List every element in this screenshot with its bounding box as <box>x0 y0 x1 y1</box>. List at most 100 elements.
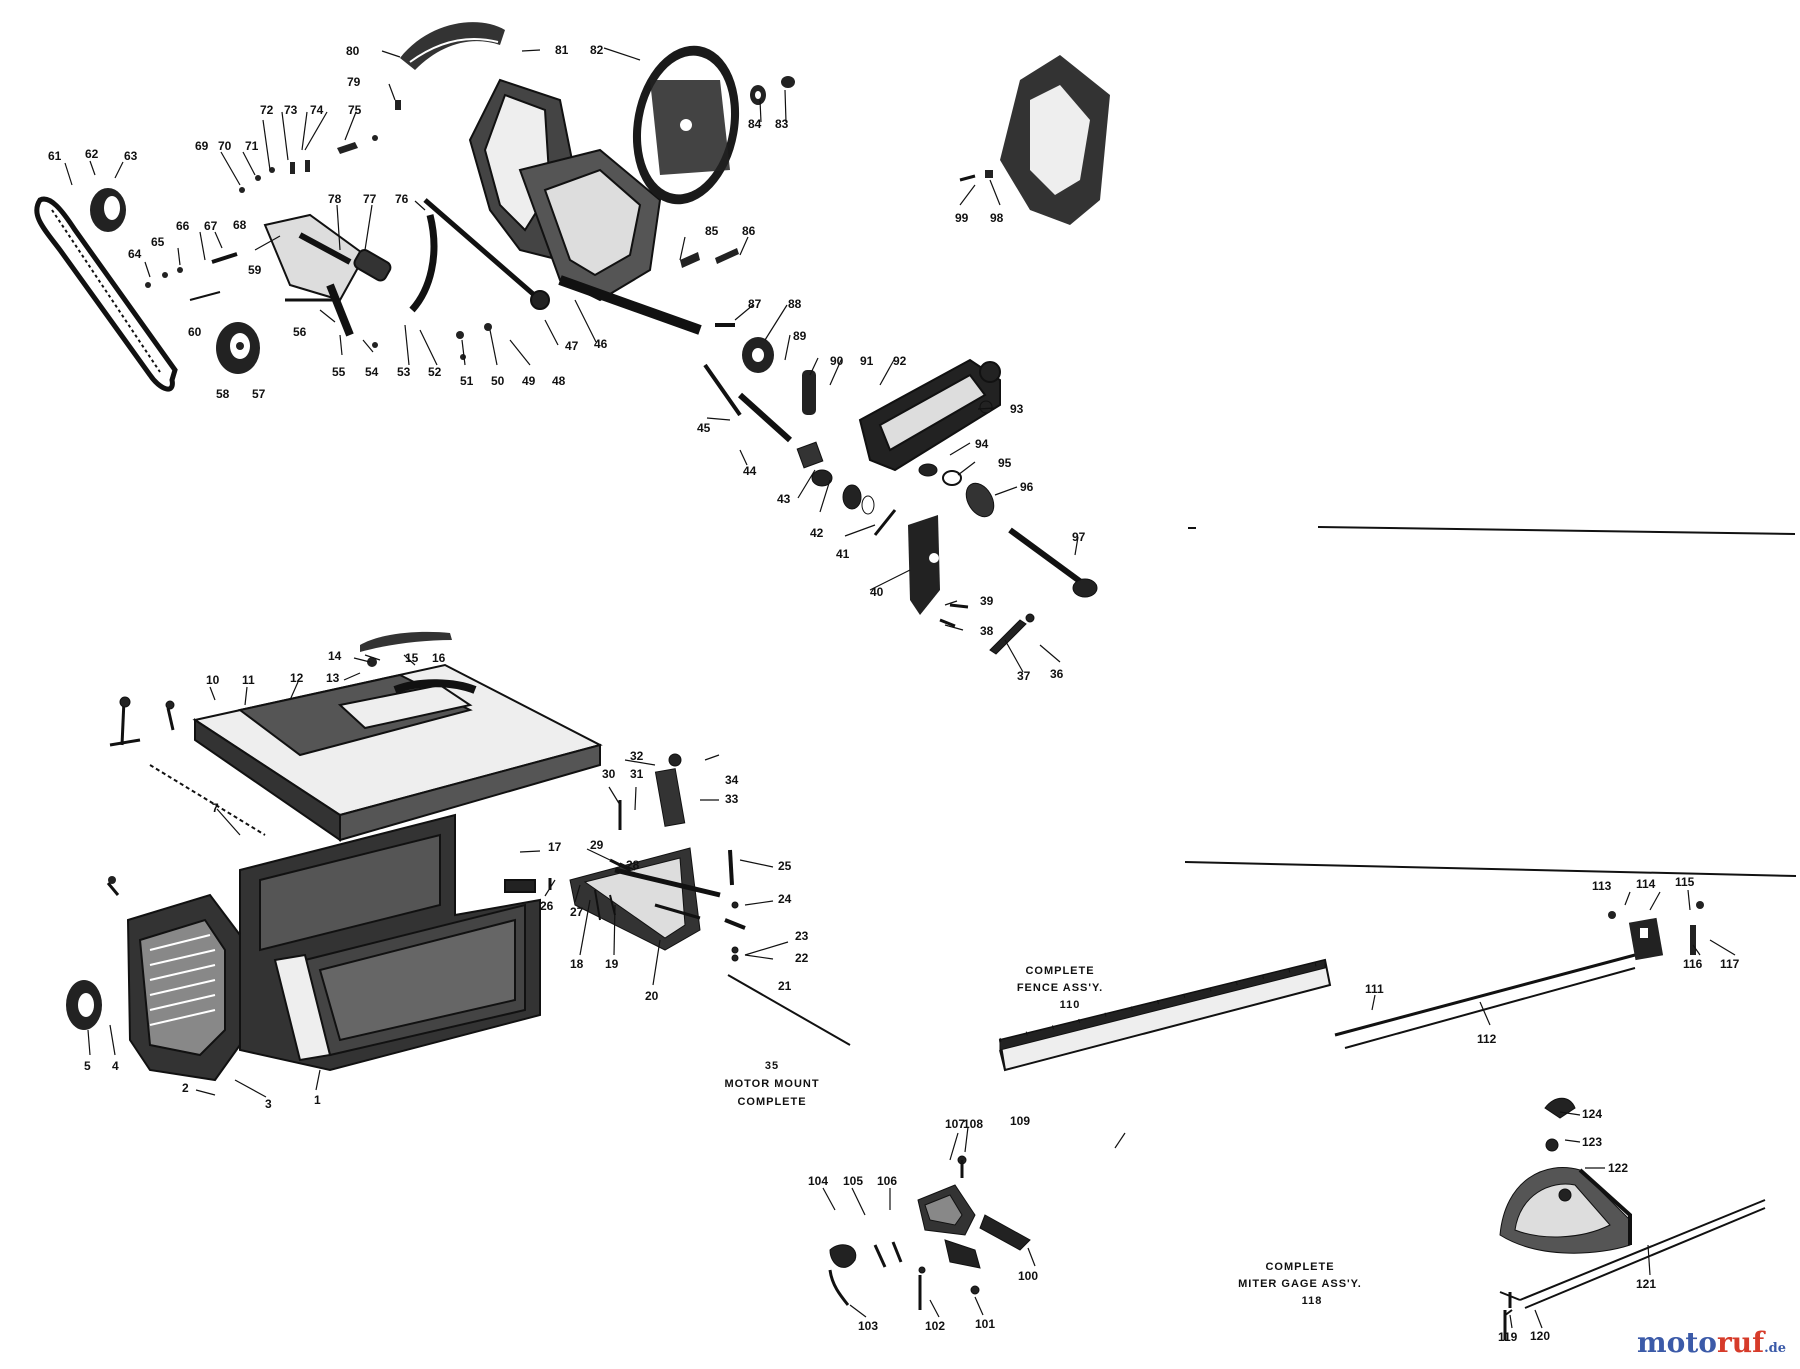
callout-83: 83 <box>775 117 789 131</box>
watermark-logo: motoruf.de <box>1637 1326 1786 1359</box>
callout-34: 34 <box>725 773 739 787</box>
callout-2: 2 <box>182 1081 189 1095</box>
callout-84: 84 <box>748 117 762 131</box>
callout-29: 29 <box>590 838 604 852</box>
fence-rail <box>998 953 1636 1072</box>
callout-79: 79 <box>347 75 361 89</box>
callout-38: 38 <box>980 624 994 638</box>
callout-50: 50 <box>491 374 505 388</box>
tilt-shaft-parts <box>737 392 1098 598</box>
callout-22: 22 <box>795 951 809 965</box>
motor-bracket <box>263 213 392 337</box>
callout-93: 93 <box>1010 402 1024 416</box>
callout-91: 91 <box>860 354 874 368</box>
callout-71: 71 <box>245 139 259 153</box>
callout-11: 11 <box>242 673 255 687</box>
callout-17: 17 <box>548 840 562 854</box>
callout-59: 59 <box>248 263 262 277</box>
callout-116: 116 <box>1683 957 1703 971</box>
caption-fence-line2: FENCE ASS'Y. <box>1017 982 1103 994</box>
callout-64: 64 <box>128 247 142 261</box>
saw-table-top <box>192 663 603 842</box>
callout-62: 62 <box>85 147 99 161</box>
callout-117: 117 <box>1720 957 1740 971</box>
callout-30: 30 <box>602 767 616 781</box>
callout-108: 108 <box>963 1117 983 1131</box>
callout-123: 123 <box>1582 1135 1602 1149</box>
callout-73: 73 <box>284 103 298 117</box>
callout-115: 115 <box>1675 875 1695 889</box>
watermark-part-c: .de <box>1764 1341 1786 1356</box>
caption-motor-line1: 35 <box>765 1060 779 1072</box>
callout-99: 99 <box>955 211 969 225</box>
callout-27: 27 <box>570 905 584 919</box>
callout-69: 69 <box>195 139 209 153</box>
callout-88: 88 <box>788 297 802 311</box>
callout-120: 120 <box>1530 1329 1550 1343</box>
callout-12: 12 <box>290 671 304 685</box>
callout-16: 16 <box>432 651 446 665</box>
callout-49: 49 <box>522 374 536 388</box>
callout-15: 15 <box>405 651 419 665</box>
callout-24: 24 <box>778 892 792 906</box>
callout-54: 54 <box>365 365 379 379</box>
table-insert <box>360 631 452 667</box>
callout-68: 68 <box>233 218 247 232</box>
callout-39: 39 <box>980 594 994 608</box>
motor-pulley <box>90 188 126 232</box>
callout-1: 1 <box>314 1093 321 1107</box>
callout-32: 32 <box>630 749 644 763</box>
callout-74: 74 <box>310 103 324 117</box>
saw-blade <box>632 45 740 205</box>
callout-56: 56 <box>293 325 307 339</box>
callout-25: 25 <box>778 859 792 873</box>
raise-hardware <box>680 248 816 417</box>
watermark-part-a: moto <box>1637 1326 1717 1359</box>
callout-44: 44 <box>743 464 757 478</box>
arbor-pulley <box>216 322 260 374</box>
caption-miter-line3: 118 <box>1302 1295 1323 1307</box>
callout-42: 42 <box>810 526 824 540</box>
callout-101: 101 <box>975 1317 995 1331</box>
caption-fence-line3: 110 <box>1060 999 1081 1011</box>
arc-segment <box>409 214 438 313</box>
callout-78: 78 <box>328 192 342 206</box>
callout-48: 48 <box>552 374 566 388</box>
callout-19: 19 <box>605 957 619 971</box>
callout-21: 21 <box>778 979 792 993</box>
fence-head <box>828 1155 1031 1310</box>
callout-111: 111 <box>1365 982 1384 996</box>
callout-90: 90 <box>830 354 844 368</box>
callout-57: 57 <box>252 387 266 401</box>
callout-92: 92 <box>893 354 907 368</box>
trunnion-housing <box>423 78 702 335</box>
callout-70: 70 <box>218 139 232 153</box>
callout-40: 40 <box>870 585 884 599</box>
tilt-bracket <box>858 358 1001 472</box>
callout-41: 41 <box>836 547 850 561</box>
caption-miter-gage: COMPLETE MITER GAGE ASS'Y. 118 <box>1238 1261 1361 1307</box>
callout-67: 67 <box>204 219 218 233</box>
callout-96: 96 <box>1020 480 1034 494</box>
callout-81: 81 <box>555 43 569 57</box>
callout-51: 51 <box>460 374 474 388</box>
lock-lever <box>939 603 1035 655</box>
callout-65: 65 <box>151 235 165 249</box>
callout-26: 26 <box>540 899 554 913</box>
callout-13: 13 <box>326 671 340 685</box>
callout-numbers: 61 62 63 64 65 66 67 68 59 60 58 57 69 7… <box>48 43 1740 1344</box>
callout-105: 105 <box>843 1174 863 1188</box>
caption-motor-line2: MOTOR MOUNT <box>724 1078 819 1090</box>
motor-pulley-fan <box>66 876 120 1030</box>
callout-76: 76 <box>395 192 409 206</box>
callout-72: 72 <box>260 103 274 117</box>
callout-63: 63 <box>124 149 138 163</box>
cabinet-base <box>239 813 541 1072</box>
motor-end-bell <box>126 893 241 1082</box>
callout-107: 107 <box>945 1117 965 1131</box>
table-bolts <box>109 696 266 836</box>
blade-guard-upper-right <box>959 55 1110 225</box>
callout-97: 97 <box>1072 530 1086 544</box>
caption-miter-line1: COMPLETE <box>1265 1261 1334 1273</box>
